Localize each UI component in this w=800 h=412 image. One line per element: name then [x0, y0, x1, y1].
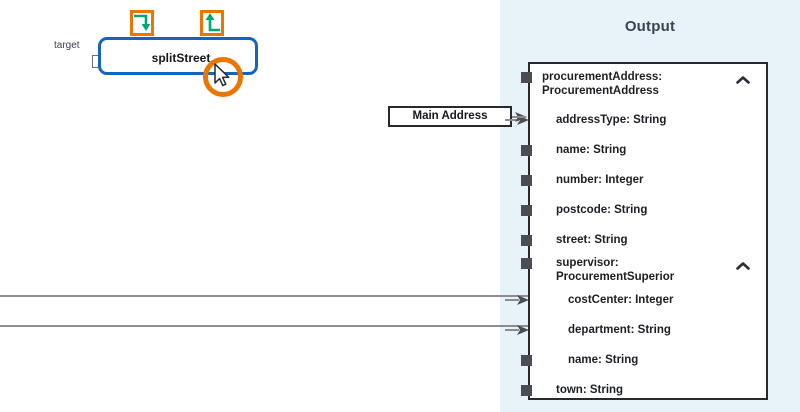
output-field-label: addressType: String — [556, 114, 667, 126]
port-lead-line — [505, 299, 519, 301]
output-field-port[interactable] — [521, 175, 532, 186]
output-field-port[interactable] — [521, 385, 532, 396]
cursor-highlight-ring — [203, 57, 243, 97]
mouse-pointer-icon — [214, 63, 232, 89]
output-field-row[interactable]: name: String — [528, 143, 768, 157]
target-port-label: target — [54, 40, 80, 51]
port-lead-line — [505, 119, 519, 121]
main-address-lead-line — [512, 116, 526, 118]
main-address-tooltip: Main Address — [388, 106, 512, 127]
output-field-label: number: Integer — [556, 174, 644, 186]
arrow-up-elbow-icon[interactable] — [200, 10, 224, 36]
chevron-up-icon[interactable] — [736, 261, 750, 271]
output-field-port[interactable] — [521, 72, 532, 83]
output-field-port[interactable] — [521, 235, 532, 246]
output-field-row[interactable]: supervisor: ProcurementSuperior — [528, 256, 768, 284]
output-field-connected-port[interactable] — [505, 295, 529, 305]
output-field-label: procurementAddress: ProcurementAddress — [542, 71, 663, 97]
output-panel-title: Output — [624, 18, 676, 35]
output-field-row[interactable]: town: String — [528, 383, 768, 397]
output-field-row[interactable]: costCenter: Integer — [528, 293, 768, 307]
chevron-up-icon[interactable] — [736, 75, 750, 85]
output-field-label: costCenter: Integer — [568, 294, 674, 306]
output-field-port[interactable] — [521, 355, 532, 366]
output-field-row[interactable]: department: String — [528, 323, 768, 337]
output-field-label: name: String — [568, 354, 639, 366]
output-field-connected-port[interactable] — [505, 325, 529, 335]
port-lead-line — [505, 329, 519, 331]
output-field-row[interactable]: addressType: String — [528, 113, 768, 127]
output-field-label: street: String — [556, 234, 628, 246]
output-field-port[interactable] — [521, 145, 532, 156]
output-field-row[interactable]: procurementAddress: ProcurementAddress — [528, 70, 768, 98]
output-field-port[interactable] — [521, 258, 532, 269]
arrow-down-elbow-icon[interactable] — [130, 10, 154, 36]
output-field-label: supervisor: ProcurementSuperior — [556, 257, 675, 283]
connector-costcenter — [0, 295, 528, 297]
output-field-row[interactable]: street: String — [528, 233, 768, 247]
output-field-label: town: String — [556, 384, 624, 396]
output-field-label: department: String — [568, 324, 671, 336]
output-field-port[interactable] — [521, 205, 532, 216]
connector-department — [0, 325, 528, 327]
output-field-label: postcode: String — [556, 204, 648, 216]
output-field-row[interactable]: postcode: String — [528, 203, 768, 217]
node-splitstreet-label: splitStreet — [151, 51, 211, 65]
output-field-label: name: String — [556, 144, 627, 156]
output-field-row[interactable]: number: Integer — [528, 173, 768, 187]
output-field-row[interactable]: name: String — [528, 353, 768, 367]
output-field-box — [528, 62, 768, 400]
